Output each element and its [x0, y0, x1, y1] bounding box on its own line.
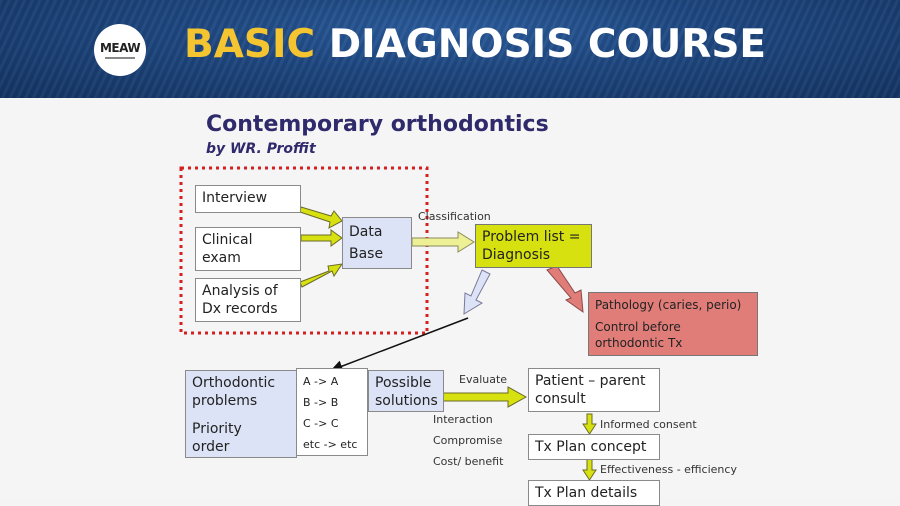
consult-line2: consult [535, 391, 586, 407]
analysis-box: Analysis of Dx records [195, 278, 301, 322]
analysis-line2: Dx records [202, 301, 278, 317]
pathology-box: Pathology (caries, perio) Control before… [588, 292, 758, 356]
mapping-row-b: B -> B [303, 396, 339, 409]
course-title-rest: DIAGNOSIS COURSE [328, 22, 767, 67]
priority-line1: Priority [192, 421, 242, 437]
logo-text: MEAW [99, 41, 141, 55]
tx-plan-details-label: Tx Plan details [535, 485, 638, 501]
mapping-row-etc: etc -> etc [303, 438, 358, 451]
slide-title: Contemporary orthodontics [206, 112, 549, 137]
evaluate-label: Evaluate [459, 373, 508, 386]
mapping-row-a: A -> A [303, 375, 339, 388]
interaction-label: Interaction [433, 413, 493, 426]
tx-plan-details-box: Tx Plan details [528, 480, 660, 506]
course-title: BASIC DIAGNOSIS COURSE [184, 22, 766, 67]
clinical-exam-box: Clinical exam [195, 227, 301, 271]
compromise-label: Compromise [433, 434, 503, 447]
priority-line2: order [192, 439, 230, 455]
database-line1: Data [349, 224, 383, 240]
meaw-logo: MEAW [94, 24, 146, 76]
analysis-line1: Analysis of [202, 283, 278, 299]
database-line2: Base [349, 246, 384, 262]
pathology-line3: orthodontic Tx [595, 336, 683, 350]
tx-plan-concept-box: Tx Plan concept [528, 434, 660, 460]
patient-consult-box: Patient – parent consult [528, 368, 660, 412]
tx-plan-concept-label: Tx Plan concept [535, 439, 647, 455]
header-banner [0, 0, 900, 98]
ortho-problems-line1: Orthodontic [192, 375, 276, 391]
orthodontic-problems-box: Orthodontic problems Priority order [185, 370, 297, 458]
interview-box: Interview [195, 185, 301, 213]
course-title-highlight: BASIC [184, 22, 316, 67]
cost-benefit-label: Cost/ benefit [433, 455, 504, 468]
problem-list-line2: Diagnosis [482, 247, 551, 263]
solutions-line1: Possible [375, 375, 432, 391]
ortho-problems-line2: problems [192, 393, 258, 409]
mapping-box: A -> A B -> B C -> C etc -> etc [296, 368, 368, 456]
slide-subtitle: by WR. Proffit [206, 141, 316, 157]
possible-solutions-box: Possible solutions [368, 370, 444, 412]
solutions-line2: solutions [375, 393, 438, 409]
mapping-row-c: C -> C [303, 417, 339, 430]
problem-list-line1: Problem list = [482, 229, 581, 245]
pathology-line2: Control before [595, 320, 681, 334]
informed-consent-label: Informed consent [600, 418, 697, 431]
classification-label: Classification [418, 210, 491, 223]
database-box: Data Base [342, 217, 412, 269]
clinical-exam-line2: exam [202, 250, 241, 266]
clinical-exam-line1: Clinical [202, 232, 253, 248]
pathology-line1: Pathology (caries, perio) [595, 298, 742, 312]
interview-label: Interview [202, 190, 268, 206]
problem-list-box: Problem list = Diagnosis [475, 224, 592, 268]
consult-line1: Patient – parent [535, 373, 646, 389]
effectiveness-label: Effectiveness - efficiency [600, 463, 737, 476]
logo-underline [105, 57, 135, 59]
